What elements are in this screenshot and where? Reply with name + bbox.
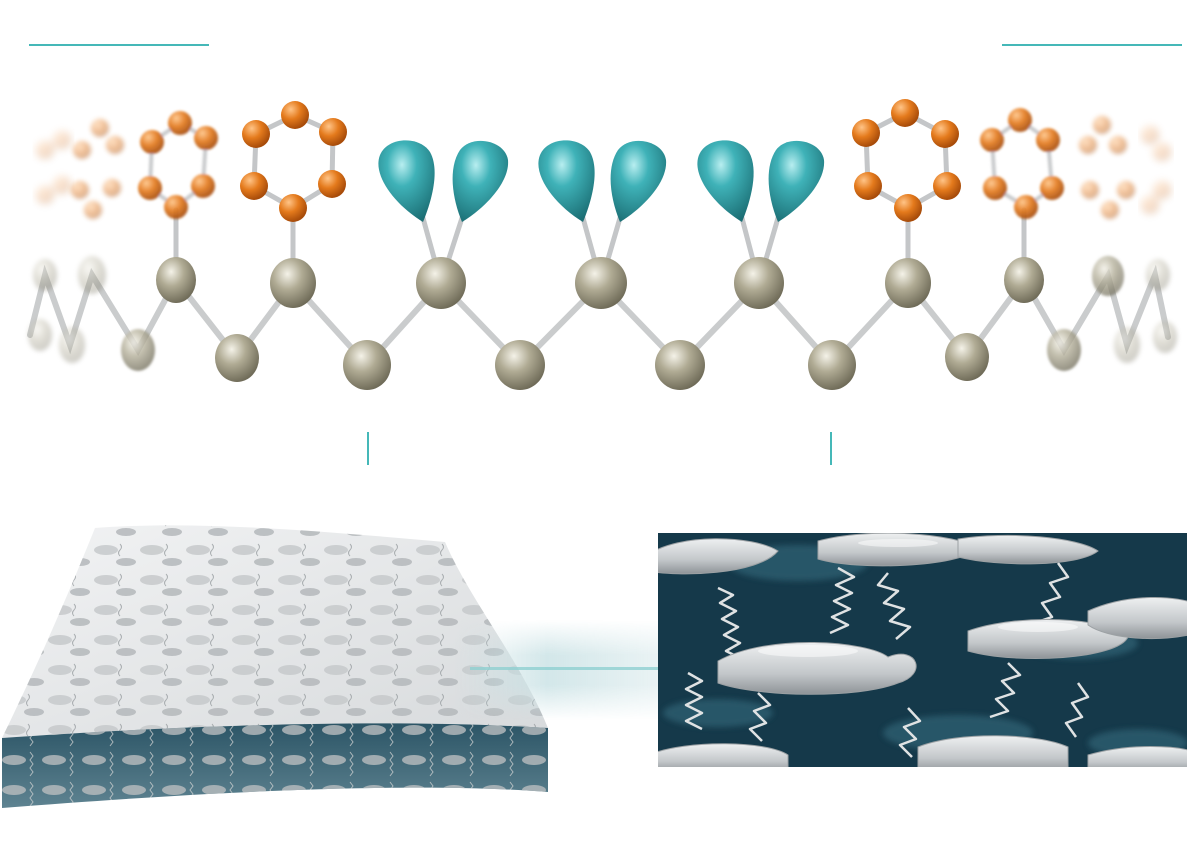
ring-left-2 (138, 111, 218, 219)
top-right-accent-line (1002, 44, 1182, 46)
orbital-lobes (378, 140, 825, 222)
zoom-connector-line (470, 667, 660, 670)
faded-ring-far-right (1141, 126, 1171, 214)
polymer-chain-illustration (27, 99, 1177, 390)
ring-right-1 (852, 99, 961, 222)
faded-ring-left (71, 119, 124, 219)
marker-tick-left (367, 432, 369, 465)
faded-atoms-left (28, 256, 106, 363)
faded-ring-right (1079, 116, 1135, 219)
mid-atoms (121, 256, 1124, 371)
top-left-accent-line (29, 44, 209, 46)
faded-ring-far-left (36, 131, 71, 204)
magnified-platelet-panel (658, 533, 1187, 767)
ring-right-2 (980, 108, 1064, 219)
marker-tick-right (830, 432, 832, 465)
film-slab-illustration (2, 525, 548, 808)
backbone-atoms (156, 257, 1044, 390)
zoom-connector (455, 620, 660, 720)
ring-left-1 (240, 101, 347, 222)
